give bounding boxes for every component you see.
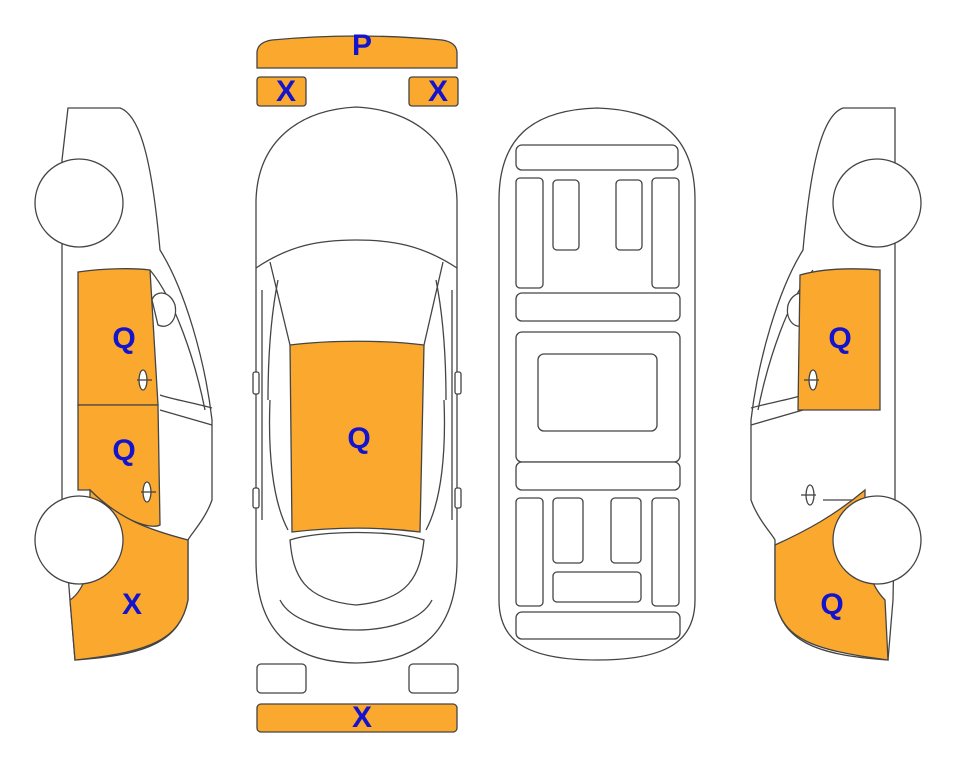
right-rear-wheel — [832, 495, 922, 585]
left-rear-wheel — [34, 495, 124, 585]
right-door-handles — [801, 369, 819, 506]
left-windshield-panel[interactable] — [256, 76, 307, 107]
right-windshield-label: X — [428, 75, 448, 108]
left-front-door-panel[interactable] — [77, 268, 159, 406]
right-front-door-panel[interactable] — [797, 268, 881, 411]
rear-strip-group: X — [256, 663, 459, 734]
left-door-handles — [137, 369, 156, 503]
hood-trim-label: P — [352, 29, 372, 62]
left-windshield-label: X — [276, 75, 296, 108]
right-side-view: Q Q — [750, 107, 922, 661]
roof-panel[interactable] — [289, 340, 425, 533]
underside-view — [498, 107, 696, 661]
right-front-door-label: Q — [828, 322, 851, 355]
left-side-view: Q Q X — [34, 107, 213, 661]
left-rear-door-label: Q — [112, 434, 135, 467]
hood-trim-panel[interactable] — [256, 35, 458, 69]
left-front-door-label: Q — [112, 322, 135, 355]
right-front-wheel — [832, 158, 922, 248]
left-rear-quarter-label: X — [122, 588, 142, 621]
left-tail-light[interactable] — [256, 663, 307, 694]
right-windshield-panel[interactable] — [408, 76, 459, 107]
top-view-car: Q — [252, 106, 462, 664]
right-tail-light[interactable] — [408, 663, 459, 694]
rear-bumper-panel[interactable] — [256, 703, 458, 733]
front-strip-group: P X X — [256, 29, 459, 108]
roof-label: Q — [347, 422, 370, 455]
left-front-wheel — [34, 158, 124, 248]
rear-bumper-label: X — [352, 701, 372, 734]
right-rear-quarter-label: Q — [820, 588, 843, 621]
